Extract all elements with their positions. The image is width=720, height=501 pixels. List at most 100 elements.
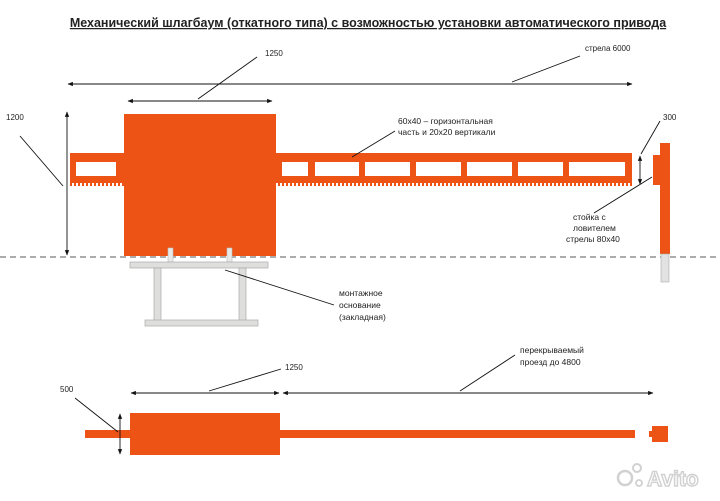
dim-label-boom: стрела 6000 (585, 44, 631, 53)
rack-tooth (332, 183, 334, 186)
note-passage: перекрываемый проезд до 4800 (520, 345, 586, 367)
rack-tooth (416, 183, 418, 186)
anchor-bolt (226, 247, 233, 263)
leader-line (19, 135, 64, 187)
rack-tooth (408, 183, 410, 186)
avito-logo-icon (616, 469, 634, 487)
avito-logo-icon (635, 479, 643, 487)
rack-tooth (392, 183, 394, 186)
rack-tooth (352, 183, 354, 186)
rack-tooth (104, 183, 106, 186)
rack-tooth (496, 183, 498, 186)
leader-line (459, 354, 516, 392)
rack-tooth (608, 183, 610, 186)
rack-tooth (552, 183, 554, 186)
rack-tooth (468, 183, 470, 186)
rack-tooth (592, 183, 594, 186)
rack-tooth (324, 183, 326, 186)
rack-tooth (588, 183, 590, 186)
rack-tooth (424, 183, 426, 186)
rack-tooth (428, 183, 430, 186)
rack-tooth (400, 183, 402, 186)
diagram-title: Механический шлагбаум (откатного типа) с… (70, 16, 667, 30)
rack-tooth (600, 183, 602, 186)
rack-tooth (476, 183, 478, 186)
drive-housing (124, 114, 276, 256)
rack-tooth (628, 183, 630, 186)
note-base-line: (закладная) (339, 312, 386, 322)
rack-tooth (436, 183, 438, 186)
rack-tooth (284, 183, 286, 186)
rack-tooth (540, 183, 542, 186)
leader-line (640, 120, 661, 155)
rack-tooth (488, 183, 490, 186)
note-base-line: основание (339, 300, 381, 310)
rack-tooth (84, 183, 86, 186)
rack-tooth (620, 183, 622, 186)
rack-tooth (404, 183, 406, 186)
mounting-base (129, 261, 269, 327)
rack-tooth (596, 183, 598, 186)
note-passage-line: перекрываемый (520, 345, 584, 355)
leader-line (74, 397, 119, 433)
rack-tooth (388, 183, 390, 186)
plan-boom (85, 430, 635, 438)
rack-tooth (532, 183, 534, 186)
rack-tooth (452, 183, 454, 186)
rack-tooth (492, 183, 494, 186)
note-post: стойка с ловителем стрелы 80х40 (566, 212, 620, 244)
rack-tooth (368, 183, 370, 186)
rack-tooth (92, 183, 94, 186)
note-post-line: стрелы 80х40 (566, 234, 620, 244)
rack-tooth (616, 183, 618, 186)
rack-tooth (300, 183, 302, 186)
rack-tooth (120, 183, 122, 186)
rack-tooth (560, 183, 562, 186)
rack-tooth (76, 183, 78, 186)
dim-label-500: 500 (60, 385, 74, 394)
leader-line (208, 368, 282, 392)
rack-tooth (576, 183, 578, 186)
leader-line (351, 130, 396, 158)
leader-line (224, 269, 335, 306)
rack-tooth (72, 183, 74, 186)
rack-tooth (440, 183, 442, 186)
avito-wordmark: Avito (647, 468, 699, 491)
rack-tooth (312, 183, 314, 186)
rack-tooth (508, 183, 510, 186)
rack-tooth (412, 183, 414, 186)
rack-tooth (364, 183, 366, 186)
rack-tooth (320, 183, 322, 186)
rack-tooth (340, 183, 342, 186)
rack-tooth (544, 183, 546, 186)
rack-tooth (276, 183, 278, 186)
rack-tooth (360, 183, 362, 186)
rack-tooth (456, 183, 458, 186)
catcher-post (653, 143, 670, 283)
plan-housing (130, 413, 280, 455)
rack-tooth (280, 183, 282, 186)
note-profile: 60х40 – горизонтальная часть и 20х20 вер… (398, 116, 496, 137)
rack-tooth (420, 183, 422, 186)
rack-tooth (480, 183, 482, 186)
rack-tooth (348, 183, 350, 186)
rack-tooth (108, 183, 110, 186)
rack-tooth (584, 183, 586, 186)
dim-label-1250-bottom: 1250 (285, 363, 303, 372)
leader-line (511, 55, 581, 83)
rack-tooth (580, 183, 582, 186)
rack-tooth (520, 183, 522, 186)
rack-tooth (80, 183, 82, 186)
rack-tooth (328, 183, 330, 186)
dim-label-300: 300 (663, 113, 677, 122)
note-passage-line: проезд до 4800 (520, 357, 581, 367)
rack-tooth (612, 183, 614, 186)
rack-tooth (568, 183, 570, 186)
rack-tooth (572, 183, 574, 186)
rack-tooth (512, 183, 514, 186)
note-base: монтажное основание (закладная) (339, 288, 386, 322)
rack-tooth (96, 183, 98, 186)
rack-tooth (528, 183, 530, 186)
dim-label-1200: 1200 (6, 113, 24, 122)
rack-tooth (536, 183, 538, 186)
